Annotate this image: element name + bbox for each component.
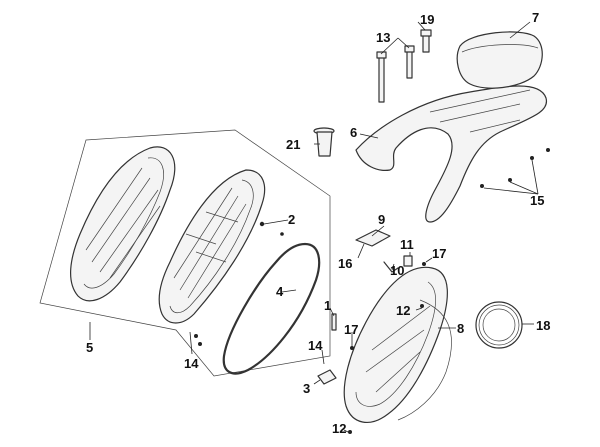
bolt-19[interactable] xyxy=(420,29,432,53)
bracket-9[interactable] xyxy=(355,229,391,247)
storage-box[interactable] xyxy=(343,266,452,423)
callout-12-lower[interactable]: 12 xyxy=(332,421,346,436)
lock-ring-18[interactable] xyxy=(475,301,523,349)
callout-10[interactable]: 10 xyxy=(390,263,404,278)
callout-9[interactable]: 9 xyxy=(378,212,385,227)
bolt-2[interactable] xyxy=(259,221,265,227)
latch-block-11[interactable] xyxy=(403,255,413,267)
callout-19[interactable]: 19 xyxy=(420,12,434,27)
clip-12-lower[interactable] xyxy=(348,430,352,434)
seat-group-outline xyxy=(39,129,331,377)
latch-lever-10[interactable] xyxy=(383,261,399,273)
callout-6[interactable]: 6 xyxy=(350,125,357,140)
seat-base-frame[interactable] xyxy=(158,169,266,346)
callout-12-upper[interactable]: 12 xyxy=(396,303,410,318)
rubber-seal[interactable] xyxy=(222,242,321,375)
pin-1[interactable] xyxy=(331,313,337,331)
rear-carrier[interactable] xyxy=(355,85,548,223)
screw-17-top[interactable] xyxy=(422,262,426,266)
bolt-13-a[interactable] xyxy=(376,51,387,103)
callout-15[interactable]: 15 xyxy=(530,193,544,208)
seat-cushion[interactable] xyxy=(70,146,176,302)
screw-17-mid[interactable] xyxy=(350,346,354,350)
callout-16[interactable]: 16 xyxy=(338,256,352,271)
clip-12-upper[interactable] xyxy=(420,304,424,308)
callout-labels: 1 2 3 4 5 6 7 8 9 10 11 12 12 13 14 14 1… xyxy=(86,10,550,436)
callout-13[interactable]: 13 xyxy=(376,30,390,45)
callout-2[interactable]: 2 xyxy=(288,212,295,227)
top-case-pad[interactable] xyxy=(456,31,543,89)
bolt-13-b[interactable] xyxy=(404,45,415,79)
callout-21[interactable]: 21 xyxy=(286,137,300,152)
callout-5[interactable]: 5 xyxy=(86,340,93,355)
callout-17-upper[interactable]: 17 xyxy=(432,246,446,261)
callout-4[interactable]: 4 xyxy=(276,284,284,299)
leader-lines xyxy=(89,21,539,433)
callout-8[interactable]: 8 xyxy=(457,321,464,336)
callout-1[interactable]: 1 xyxy=(324,298,331,313)
bolt-2-b xyxy=(280,232,284,236)
screws-15[interactable] xyxy=(480,148,550,188)
hinge-clip-3[interactable] xyxy=(317,369,337,385)
callout-17-lower[interactable]: 17 xyxy=(344,322,358,337)
callout-14-right[interactable]: 14 xyxy=(308,338,323,353)
callout-3[interactable]: 3 xyxy=(303,381,310,396)
callout-11[interactable]: 11 xyxy=(400,237,414,252)
callout-7[interactable]: 7 xyxy=(532,10,539,25)
callout-14-left[interactable]: 14 xyxy=(184,356,199,371)
bushing[interactable] xyxy=(313,127,335,157)
callout-18[interactable]: 18 xyxy=(536,318,550,333)
